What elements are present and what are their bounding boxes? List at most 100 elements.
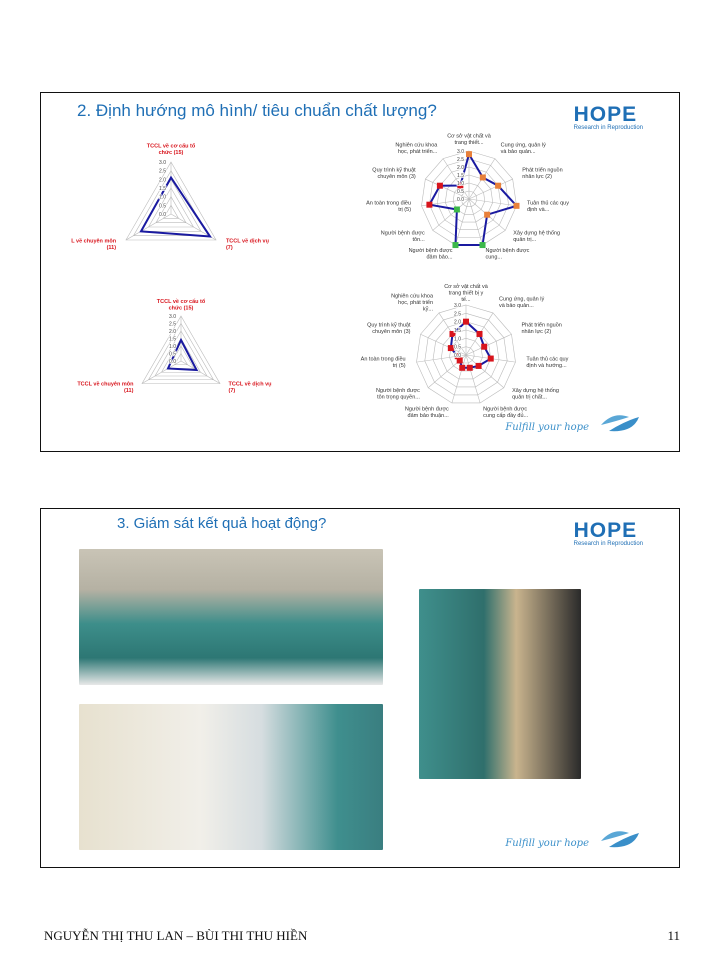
tick-label: 1.5 <box>159 186 166 192</box>
tick-label: 2.5 <box>169 322 176 328</box>
data-point <box>436 182 443 189</box>
page-number: 11 <box>667 928 680 943</box>
axis-line <box>451 354 467 404</box>
tick-label: 1.0 <box>457 181 464 187</box>
data-point <box>479 242 486 249</box>
tick-label: 1.5 <box>169 337 176 343</box>
axis-line <box>432 198 470 231</box>
data-series-line <box>139 175 212 238</box>
tick-label: 0.5 <box>457 189 464 195</box>
data-point <box>454 353 461 360</box>
slide-title: 2. Định hướng mô hình/ tiêu chuẩn chất l… <box>77 101 437 120</box>
axis-line <box>141 360 182 384</box>
tick-label: 0.0 <box>169 359 176 365</box>
axis-line <box>442 158 470 200</box>
data-point <box>495 182 502 189</box>
tick-label: 2.0 <box>454 320 461 326</box>
grid-ring <box>444 174 494 223</box>
data-point <box>475 362 482 369</box>
tick-label: 2.0 <box>159 177 166 183</box>
data-series-line <box>166 337 199 372</box>
slide-quality-standards: 2. Định hướng mô hình/ tiêu chuẩn chất l… <box>40 92 680 452</box>
axis-line <box>468 198 517 207</box>
tick-label: 0.5 <box>454 345 461 351</box>
tick-label: 0.0 <box>454 353 461 359</box>
grid-ring <box>416 304 516 404</box>
tick-label: 3.0 <box>457 149 464 155</box>
data-point <box>447 345 454 352</box>
axis-label: TCCL về dịch vụ(7) <box>226 239 269 252</box>
tagline: Fulfill your hope <box>505 838 589 849</box>
axis-line <box>465 354 481 404</box>
grid-ring <box>160 337 202 373</box>
data-point <box>463 318 469 325</box>
tick-label: 0.5 <box>169 352 176 358</box>
photo-office-meeting <box>79 704 383 850</box>
grid-ring <box>452 182 486 215</box>
data-point <box>481 343 488 350</box>
tick-label: 2.0 <box>457 165 464 171</box>
axis-line <box>180 360 221 384</box>
data-point <box>456 357 463 364</box>
data-point <box>484 211 491 218</box>
tick-label: 3.0 <box>169 314 176 320</box>
tick-label: 1.0 <box>169 344 176 350</box>
axis-label: TCCL về dịch vụ(7) <box>229 381 272 394</box>
leaf-logo-icon <box>601 415 639 432</box>
data-point <box>452 242 459 249</box>
grid-ring <box>148 322 214 381</box>
axis-line <box>455 198 470 246</box>
axis-line <box>465 333 512 356</box>
grid-ring <box>440 329 492 380</box>
tick-label: 1.5 <box>454 328 461 334</box>
axis-line <box>465 354 504 388</box>
grid-ring <box>432 321 500 388</box>
tick-label: 1.0 <box>159 195 166 201</box>
data-point <box>476 330 483 337</box>
data-point <box>459 364 466 371</box>
tick-label: 0.5 <box>159 203 166 209</box>
grid-ring <box>147 187 195 228</box>
data-point <box>479 174 486 181</box>
tick-label: 0.0 <box>159 212 166 218</box>
grid-ring <box>132 170 210 236</box>
grid-ring <box>457 346 475 364</box>
grid-ring <box>155 196 187 223</box>
grid-ring <box>154 330 208 377</box>
axis-line <box>468 198 483 246</box>
photo-lab-microscope-monitor <box>419 589 581 779</box>
grid-ring <box>424 313 508 396</box>
tick-label: 2.5 <box>454 311 461 317</box>
grid-ring <box>125 161 217 241</box>
slide-title: 3. Giám sát kết quả hoạt động? <box>117 515 327 532</box>
footer-authors: NGUYỄN THỊ THU LAN – BÙI THI THU HIỀN <box>44 928 308 943</box>
data-point <box>426 201 433 208</box>
tick-label: 3.0 <box>159 160 166 166</box>
axis-line <box>425 178 470 200</box>
